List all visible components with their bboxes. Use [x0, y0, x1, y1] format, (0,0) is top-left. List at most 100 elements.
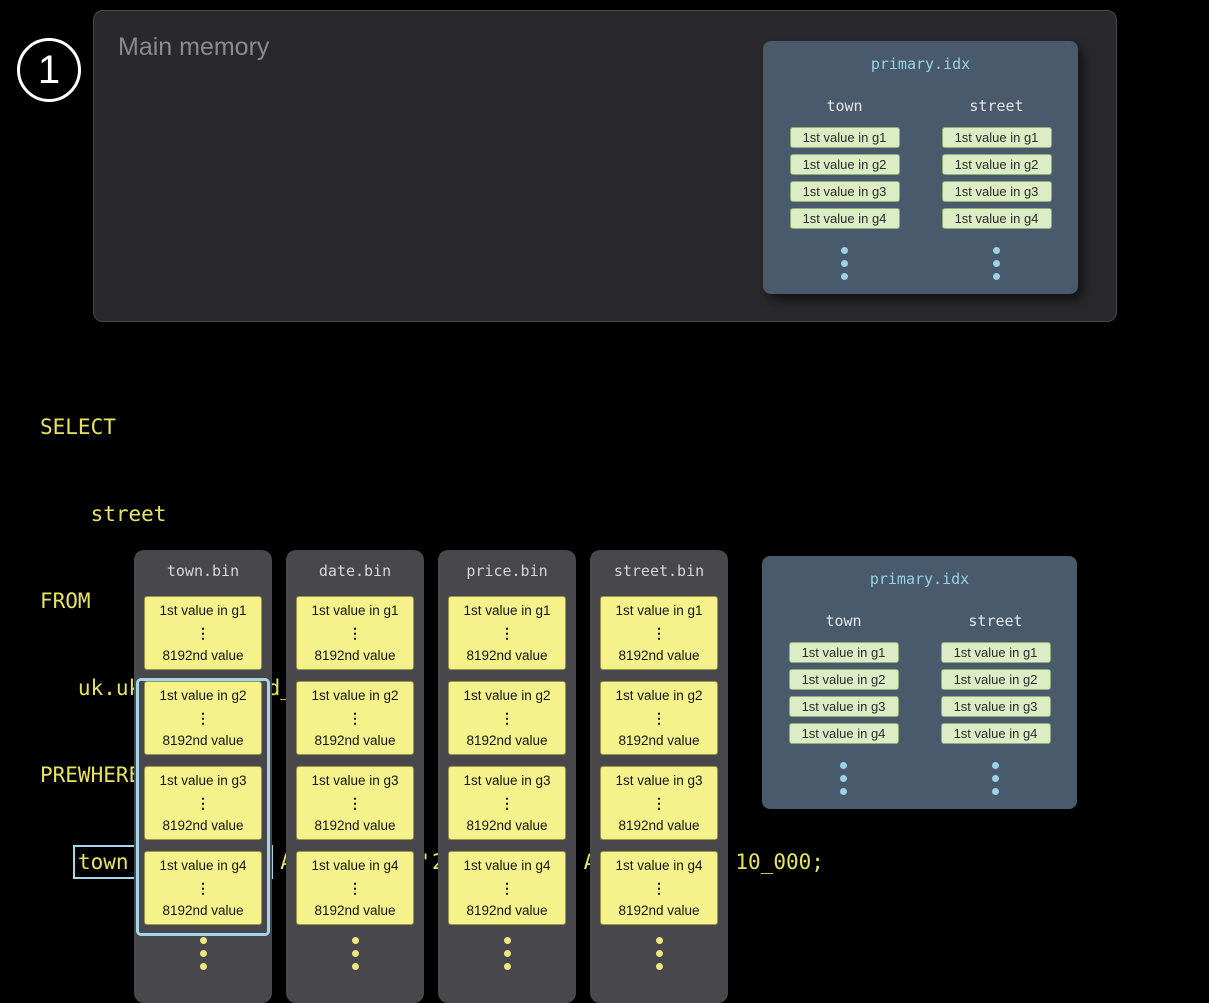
vertical-ellipsis-dots: [590, 937, 728, 970]
bin-panel-price: price.bin 1st value in g1 ⋮ 8192nd value…: [438, 550, 576, 1003]
dot: [656, 963, 663, 970]
granule-ellipsis-icon: ⋮: [196, 627, 210, 639]
dot: [200, 963, 207, 970]
granule-first-value: 1st value in g1: [311, 603, 398, 618]
vertical-ellipsis-dots: [992, 762, 999, 795]
index-column-header: street: [969, 97, 1023, 115]
index-cell: 1st value in g4: [790, 208, 900, 229]
granule-last-value: 8192nd value: [618, 733, 699, 748]
index-cell: 1st value in g1: [942, 127, 1052, 148]
granule-first-value: 1st value in g2: [311, 688, 398, 703]
granule-first-value: 1st value in g3: [159, 773, 246, 788]
bin-panel-town: town.bin 1st value in g1 ⋮ 8192nd value …: [134, 550, 272, 1003]
granule-cell: 1st value in g2 ⋮ 8192nd value: [296, 681, 414, 755]
granule-last-value: 8192nd value: [466, 733, 547, 748]
bin-panel-title: date.bin: [286, 550, 424, 580]
index-cell: 1st value in g3: [790, 181, 900, 202]
granule-ellipsis-icon: ⋮: [348, 882, 362, 894]
granule-ellipsis-icon: ⋮: [652, 797, 666, 809]
index-cell: 1st value in g3: [789, 696, 899, 717]
primary-idx-title: primary.idx: [762, 570, 1077, 588]
sql-text-segment: [40, 850, 78, 874]
granule-ellipsis-icon: ⋮: [196, 712, 210, 724]
granule-ellipsis-icon: ⋮: [652, 627, 666, 639]
granule-cell: 1st value in g3 ⋮ 8192nd value: [144, 766, 262, 840]
main-memory-panel: Main memory primary.idx town 1st value i…: [93, 10, 1117, 322]
granule-ellipsis-icon: ⋮: [196, 797, 210, 809]
granule-ellipsis-icon: ⋮: [500, 627, 514, 639]
granule-cell: 1st value in g3 ⋮ 8192nd value: [296, 766, 414, 840]
granule-ellipsis-icon: ⋮: [500, 882, 514, 894]
dot: [352, 963, 359, 970]
dot: [504, 950, 511, 957]
dot: [841, 247, 848, 254]
granule-cell: 1st value in g4 ⋮ 8192nd value: [600, 851, 718, 925]
granule-cell: 1st value in g1 ⋮ 8192nd value: [600, 596, 718, 670]
index-cell: 1st value in g3: [941, 696, 1051, 717]
granule-last-value: 8192nd value: [314, 818, 395, 833]
step-1-badge: 1: [17, 38, 81, 102]
dot: [992, 788, 999, 795]
granule-cell: 1st value in g4 ⋮ 8192nd value: [448, 851, 566, 925]
index-cell: 1st value in g4: [941, 723, 1051, 744]
granule-first-value: 1st value in g4: [615, 858, 702, 873]
vertical-ellipsis-dots: [840, 762, 847, 795]
granule-first-value: 1st value in g3: [463, 773, 550, 788]
granule-cell: 1st value in g2 ⋮ 8192nd value: [144, 681, 262, 755]
index-column-header: town: [825, 612, 861, 630]
primary-idx-title: primary.idx: [763, 55, 1078, 73]
granule-ellipsis-icon: ⋮: [652, 712, 666, 724]
granule-cell: 1st value in g1 ⋮ 8192nd value: [448, 596, 566, 670]
dot: [993, 247, 1000, 254]
index-column-header: street: [968, 612, 1022, 630]
granule-first-value: 1st value in g2: [463, 688, 550, 703]
vertical-ellipsis-dots: [134, 937, 272, 970]
granule-ellipsis-icon: ⋮: [652, 882, 666, 894]
granule-first-value: 1st value in g1: [615, 603, 702, 618]
index-cell: 1st value in g2: [789, 669, 899, 690]
dot: [504, 937, 511, 944]
granule-first-value: 1st value in g4: [311, 858, 398, 873]
dot: [993, 260, 1000, 267]
granule-last-value: 8192nd value: [314, 648, 395, 663]
index-cell: 1st value in g3: [942, 181, 1052, 202]
granule-last-value: 8192nd value: [466, 818, 547, 833]
dot: [840, 762, 847, 769]
index-column-town: town 1st value in g1 1st value in g2 1st…: [789, 612, 899, 795]
dot: [656, 937, 663, 944]
index-column-street: street 1st value in g1 1st value in g2 1…: [942, 97, 1052, 280]
dot: [840, 788, 847, 795]
granule-ellipsis-icon: ⋮: [196, 882, 210, 894]
dot: [992, 762, 999, 769]
primary-idx-panel-disk: primary.idx town 1st value in g1 1st val…: [762, 556, 1077, 809]
granule-last-value: 8192nd value: [466, 648, 547, 663]
dot: [352, 937, 359, 944]
granule-first-value: 1st value in g3: [615, 773, 702, 788]
granule-first-value: 1st value in g1: [463, 603, 550, 618]
dot: [841, 273, 848, 280]
index-cell: 1st value in g1: [789, 642, 899, 663]
index-column-header: town: [826, 97, 862, 115]
granule-ellipsis-icon: ⋮: [348, 797, 362, 809]
granule-last-value: 8192nd value: [162, 818, 243, 833]
dot: [352, 950, 359, 957]
dot: [992, 775, 999, 782]
granule-last-value: 8192nd value: [466, 903, 547, 918]
index-column-street: street 1st value in g1 1st value in g2 1…: [941, 612, 1051, 795]
vertical-ellipsis-dots: [286, 937, 424, 970]
dot: [200, 937, 207, 944]
dot: [841, 260, 848, 267]
sql-line: SELECT: [40, 413, 824, 442]
main-memory-title: Main memory: [118, 33, 269, 62]
granule-last-value: 8192nd value: [162, 733, 243, 748]
granule-cell: 1st value in g1 ⋮ 8192nd value: [144, 596, 262, 670]
index-cell: 1st value in g4: [789, 723, 899, 744]
primary-idx-panel-memory: primary.idx town 1st value in g1 1st val…: [763, 41, 1078, 294]
index-columns: town 1st value in g1 1st value in g2 1st…: [763, 97, 1078, 280]
dot: [840, 775, 847, 782]
granule-last-value: 8192nd value: [618, 818, 699, 833]
vertical-ellipsis-dots: [993, 247, 1000, 280]
granule-ellipsis-icon: ⋮: [348, 627, 362, 639]
sql-line: street: [40, 500, 824, 529]
